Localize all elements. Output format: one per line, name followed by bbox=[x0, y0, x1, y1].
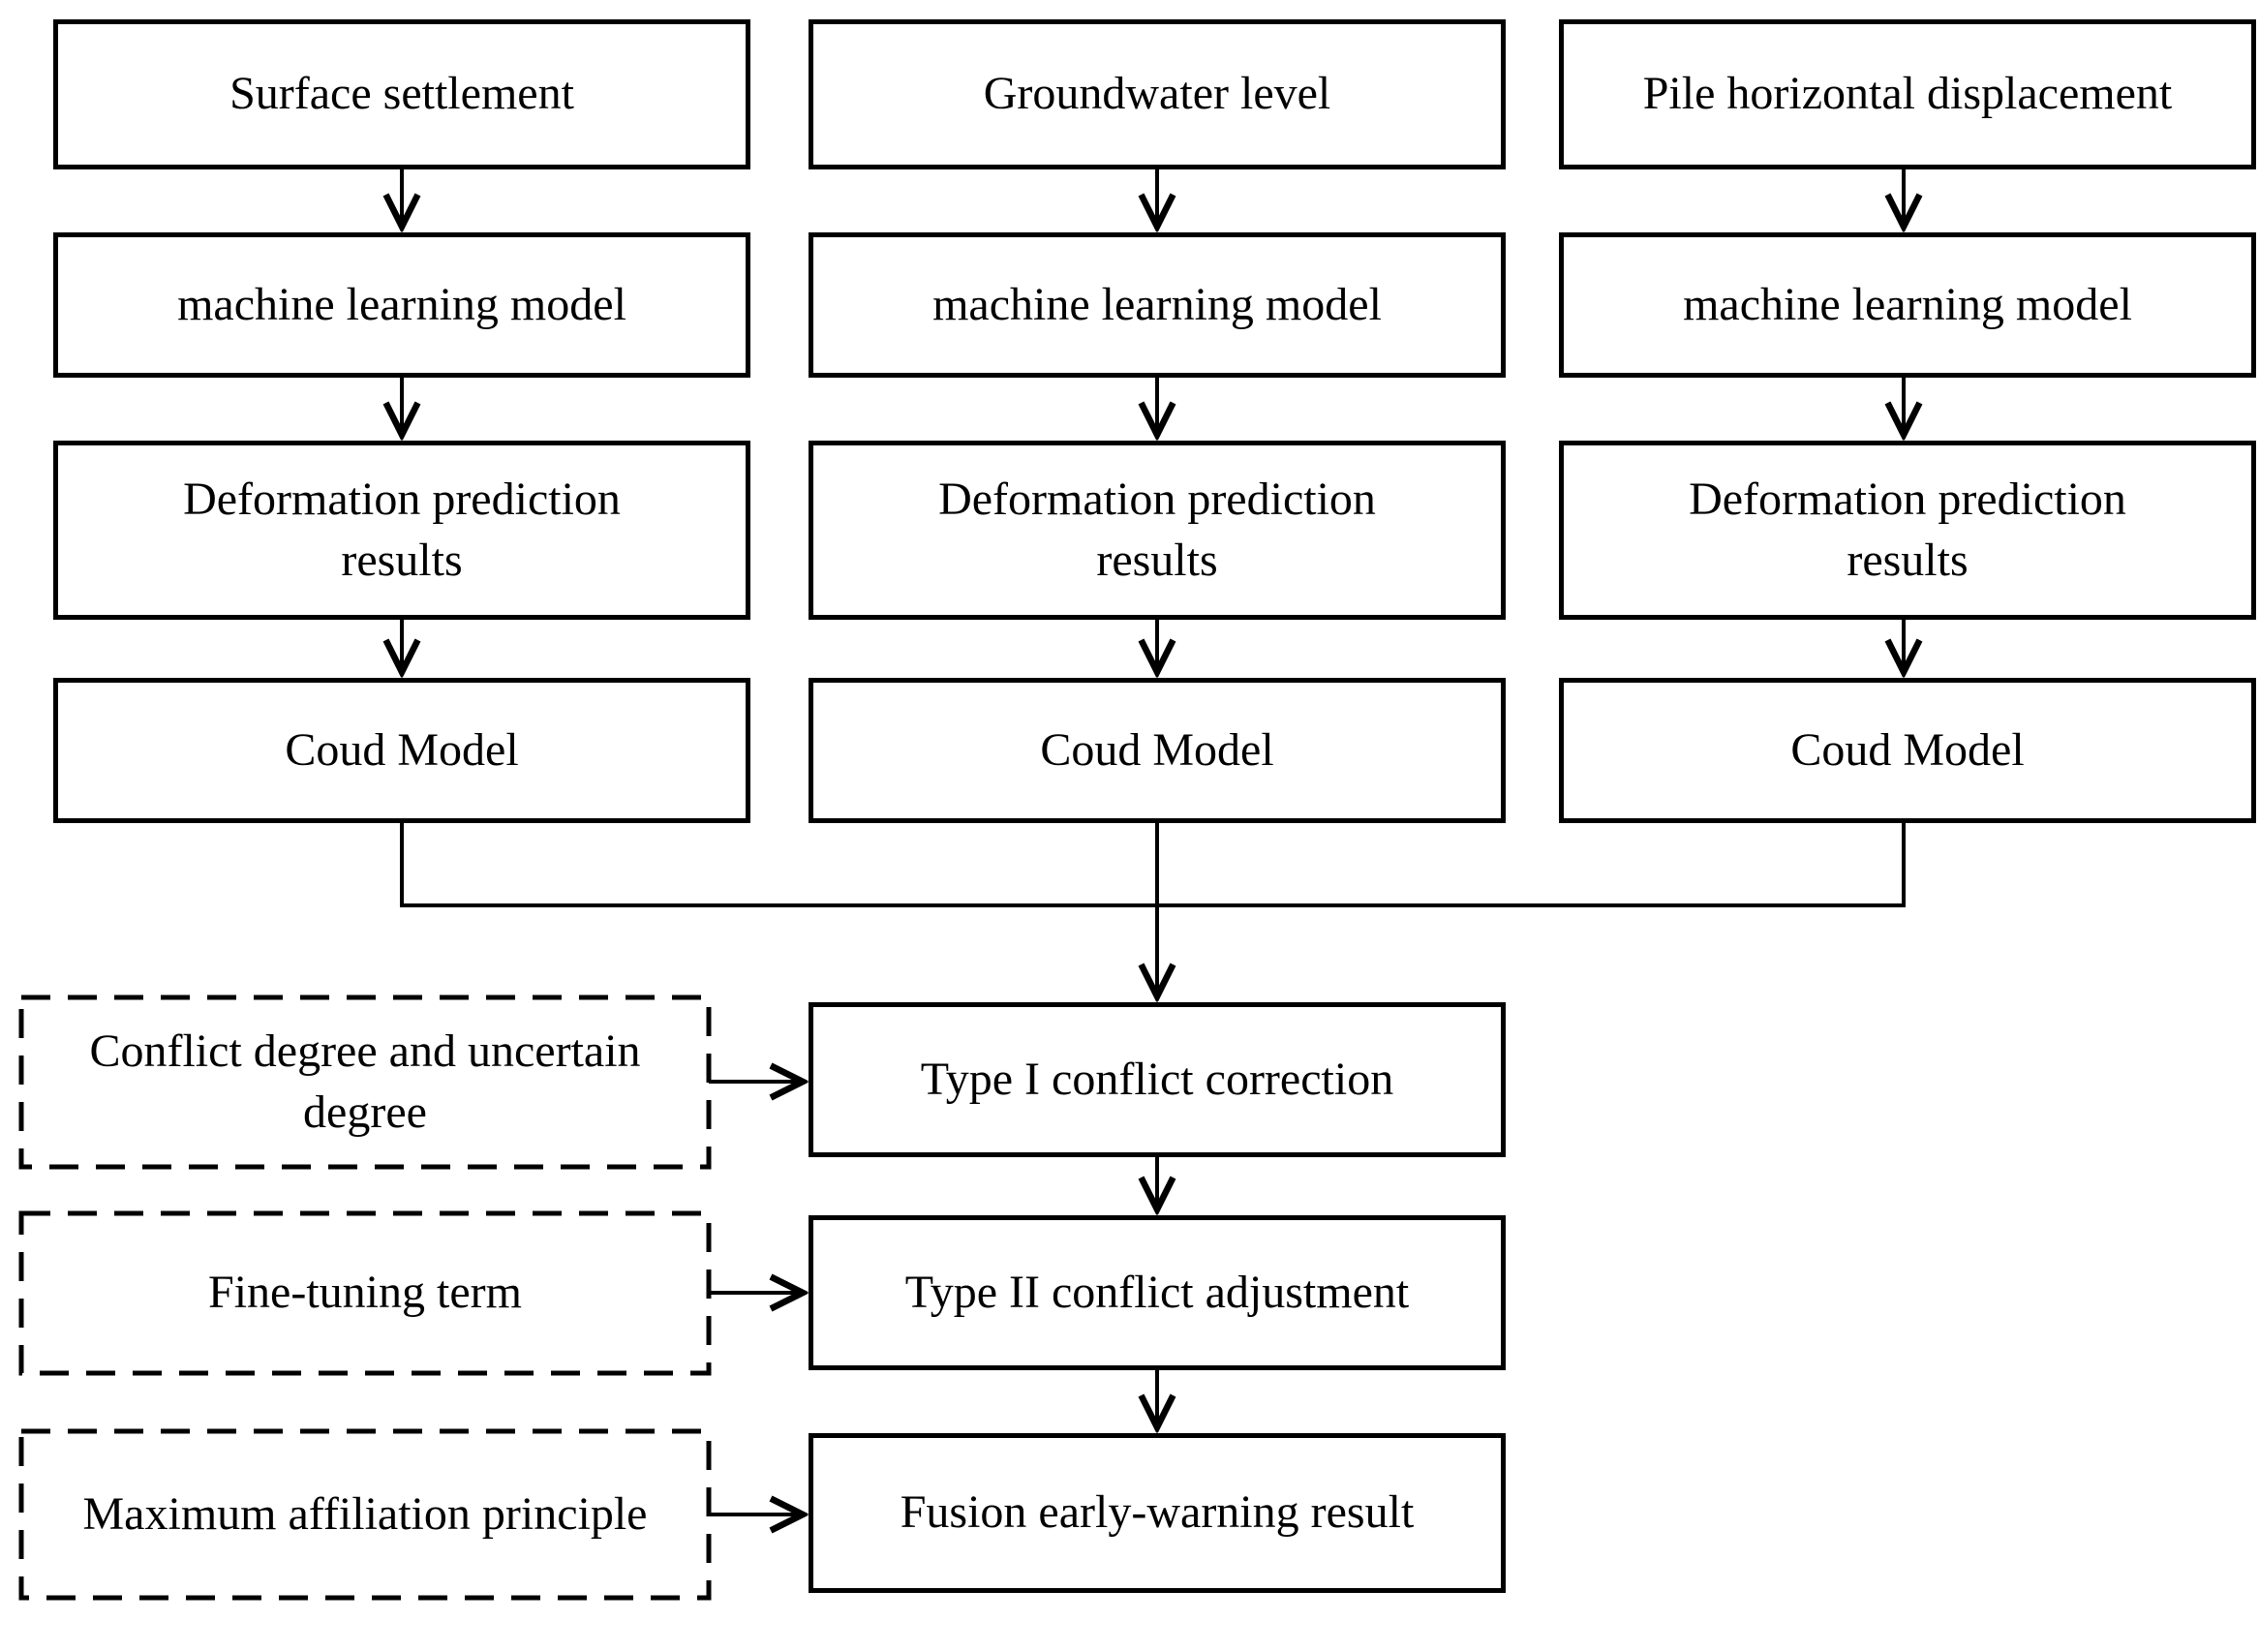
annotation-fine-tuning-term: Fine-tuning term bbox=[208, 1267, 522, 1319]
box-type2-conflict-adjustment: Type II conflict adjustment bbox=[809, 1215, 1506, 1370]
box-cloud-model-1: Coud Model bbox=[53, 678, 750, 823]
box-surface-settlement: Surface settlement bbox=[53, 19, 750, 169]
annotation-maximum-affiliation-principle: Maximum affiliation principle bbox=[82, 1487, 648, 1540]
box-type1-conflict-correction: Type I conflict correction bbox=[809, 1002, 1506, 1157]
box-pile-horizontal-displacement: Pile horizontal displacement bbox=[1559, 19, 2256, 169]
box-deformation-results-2: Deformation prediction results bbox=[809, 441, 1506, 620]
box-deformation-results-1: Deformation prediction results bbox=[53, 441, 750, 620]
box-cloud-model-3: Coud Model bbox=[1559, 678, 2256, 823]
box-cloud-model-2: Coud Model bbox=[809, 678, 1506, 823]
box-ml-model-1: machine learning model bbox=[53, 232, 750, 378]
box-ml-model-3: machine learning model bbox=[1559, 232, 2256, 378]
box-ml-model-2: machine learning model bbox=[809, 232, 1506, 378]
connector-cloud-models-merge bbox=[400, 823, 1906, 907]
box-fusion-early-warning-result: Fusion early-warning result bbox=[809, 1433, 1506, 1593]
box-deformation-results-3: Deformation prediction results bbox=[1559, 441, 2256, 620]
annotation-conflict-uncertain-degree: Conflict degree and uncertain degree bbox=[89, 1025, 641, 1138]
box-groundwater-level: Groundwater level bbox=[809, 19, 1506, 169]
